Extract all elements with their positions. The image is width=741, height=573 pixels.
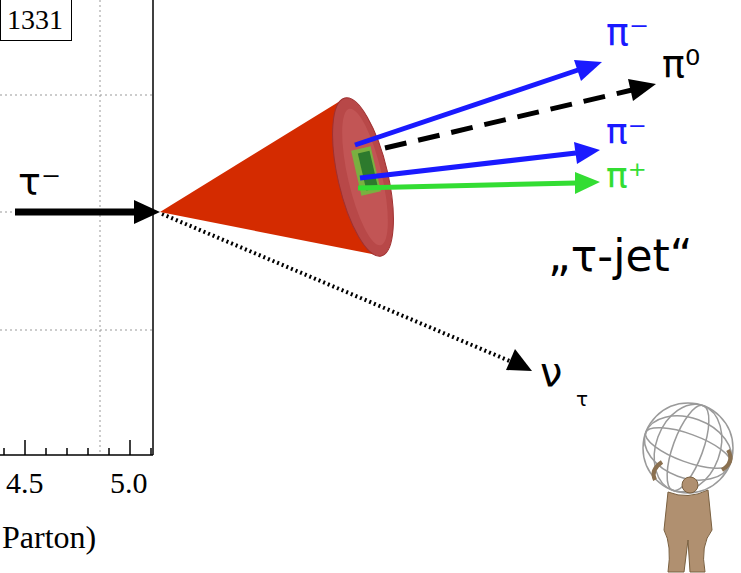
jet-label: „τ-jet“: [548, 232, 693, 280]
particle-label: ν: [540, 350, 562, 394]
particle-label: π⁰: [662, 44, 700, 86]
atlas-logo: [635, 395, 740, 572]
tick-label: 5.0: [110, 466, 148, 499]
axis-title: Parton): [2, 520, 96, 555]
plot-axes: [0, 0, 153, 455]
particle-label: π⁻: [606, 12, 649, 54]
pi-plus-arrow: [358, 172, 600, 194]
pi-minus-arrow: [355, 60, 602, 145]
tick-label: 4.5: [6, 466, 44, 499]
plot-grid: [0, 0, 153, 455]
subscript-label: τ: [576, 388, 588, 410]
box-text: 1331: [7, 4, 63, 36]
particle-label: π⁻: [606, 112, 647, 152]
particle-label: π⁺: [606, 156, 647, 196]
pi-minus-arrow: [360, 142, 600, 178]
particle-label: τ⁻: [18, 162, 61, 204]
legend-box: 1331: [0, 0, 72, 41]
